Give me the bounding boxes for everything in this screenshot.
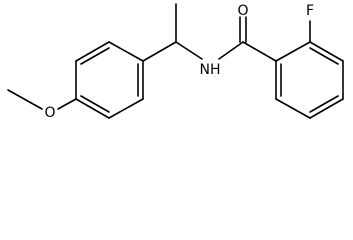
bond xyxy=(7,89,43,110)
molecule-drawing: F O NH O xyxy=(7,3,344,121)
bond xyxy=(75,41,110,62)
bond xyxy=(309,41,344,62)
atom-labels: F O NH O xyxy=(44,3,314,121)
bond xyxy=(309,47,339,65)
bond xyxy=(80,95,110,113)
atom-label-carbonyl-oxygen: O xyxy=(237,3,248,19)
atom-label-fluorine: F xyxy=(306,3,314,19)
atom-label-ether-oxygen: O xyxy=(44,105,55,121)
bond xyxy=(108,41,144,62)
bond xyxy=(142,41,177,62)
bond xyxy=(75,98,110,119)
structure-diagram: F O NH O xyxy=(7,3,344,121)
atom-label-amide-nitrogen: NH xyxy=(200,62,221,78)
bond xyxy=(275,98,311,119)
bond xyxy=(175,41,203,60)
bond xyxy=(242,41,277,62)
bond xyxy=(108,98,144,119)
bond xyxy=(57,98,77,110)
bond xyxy=(80,47,110,65)
bonds xyxy=(7,3,344,119)
bond xyxy=(309,95,339,113)
bond xyxy=(309,98,344,119)
bond xyxy=(275,41,311,62)
bond xyxy=(218,41,244,60)
